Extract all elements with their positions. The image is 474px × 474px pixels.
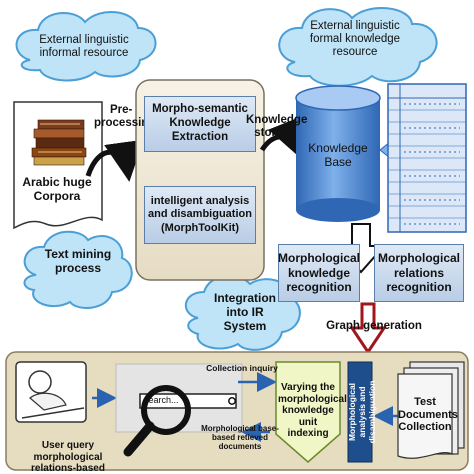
analysis-box: intelligent analysis and disambiguation … [144,186,256,244]
collection-inquiry-label: Collection inquiry [206,363,278,373]
indexing-box [275,361,341,463]
corpus-document [13,101,103,230]
cloud-informal-label: External linguistic informal resource [39,34,129,60]
user-query-label: User query morphological relations-based… [31,440,105,474]
books-icon [31,119,87,166]
test-documents-label: Test Documents Collection [398,396,458,434]
analysis-vertical-box [347,361,373,463]
graph-generation-arrow [349,302,387,355]
cloud-text-mining-label: Text mining process [44,247,112,275]
cloud-integration [185,274,301,351]
analysis-vertical-label: Morphological analysis and disambiguatio… [347,380,377,444]
preprocessing-label: Pre- processing [94,104,156,130]
cloud-integration-label: Integration into IR System [214,291,276,333]
knowledge-recognition-box: Morphological knowledge recognition [278,244,360,302]
knowledge-base-cylinder [295,85,381,222]
cloud-informal-resource [15,10,157,82]
user-laptop-icon [15,361,87,423]
preprocessing-arrow [85,139,144,182]
test-documents-stack [397,361,465,459]
corpus-label: Arabic huge Corpora [22,175,92,203]
knowledge-storage-label: Knowledge storage [246,114,308,140]
knowledge-data-grid [387,83,467,233]
cloud-text-mining [23,230,133,309]
search-placeholder: search... [144,395,179,405]
knowledge-base-label: Knowledge Base [308,141,368,169]
graph-generation-label: Graph generation [326,320,422,332]
relations-recognition-box: Morphological relations recognition [374,244,464,302]
cloud-formal-resource [278,7,438,87]
retrieved-docs-label: Morphological base- based retieved docum… [201,424,279,452]
magnifier-icon [123,385,236,457]
indexing-label: Varying the morphological knowledge unit… [278,382,347,439]
cloud-formal-label: External linguistic formal knowledge res… [309,20,401,59]
extraction-box: Morpho-semantic Knowledge Extraction [144,96,256,152]
